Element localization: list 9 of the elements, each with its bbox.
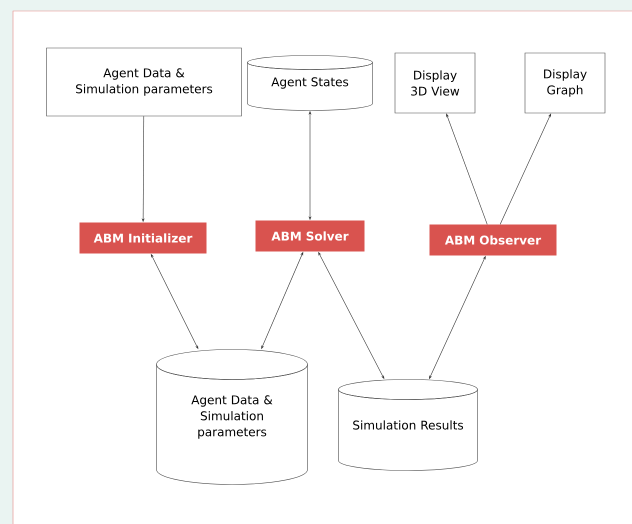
database-cylinder: Simulation Results bbox=[338, 379, 478, 471]
process-box: ABM Observer bbox=[430, 224, 556, 256]
process-box: ABM Solver bbox=[256, 220, 364, 252]
database-cylinder: Agent States bbox=[247, 55, 373, 111]
process-box: Agent Data & Simulation parameters bbox=[46, 48, 242, 116]
process-box: Display 3D View bbox=[394, 52, 476, 114]
database-cylinder: Agent Data & Simulation parameters bbox=[156, 349, 308, 485]
process-box: Display Graph bbox=[524, 52, 606, 114]
process-box: ABM Initializer bbox=[80, 222, 206, 254]
